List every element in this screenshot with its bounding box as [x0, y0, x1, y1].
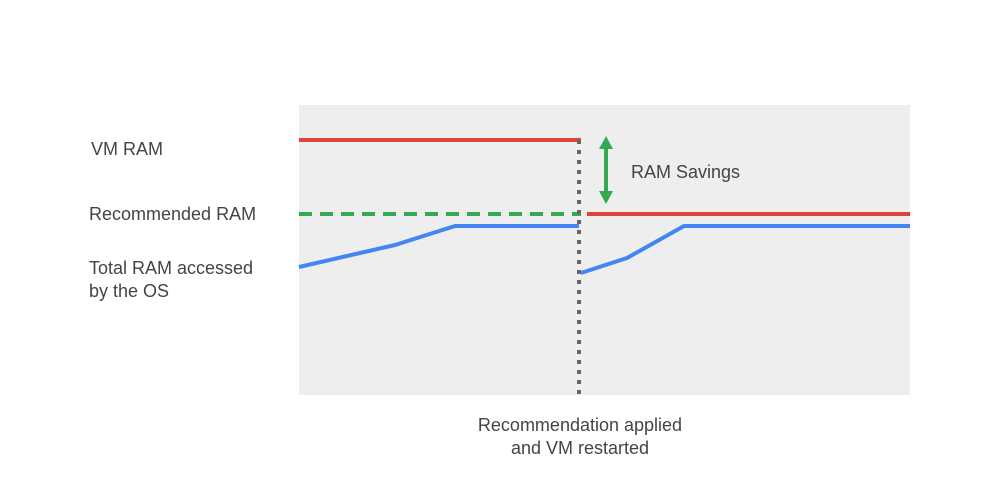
vm-ram-label: VM RAM	[91, 139, 163, 159]
total-ram-label-line-1: Total RAM accessed	[89, 258, 254, 278]
event-label-line-1: Recommendation applied	[477, 415, 683, 435]
total-ram-label: Total RAM accessed by the OS	[89, 257, 253, 303]
ram-savings-label: RAM Savings	[631, 162, 741, 182]
event-label-line-2: and VM restarted	[510, 438, 650, 458]
recommended-ram-label: Recommended RAM	[89, 204, 257, 224]
total-ram-line-after	[580, 224, 910, 275]
event-label: Recommendation applied and VM restarted	[430, 414, 730, 460]
total-ram-label-line-2: by the OS	[89, 281, 170, 301]
total-ram-line-before	[298, 224, 579, 269]
ram-savings-arrow	[599, 136, 613, 204]
